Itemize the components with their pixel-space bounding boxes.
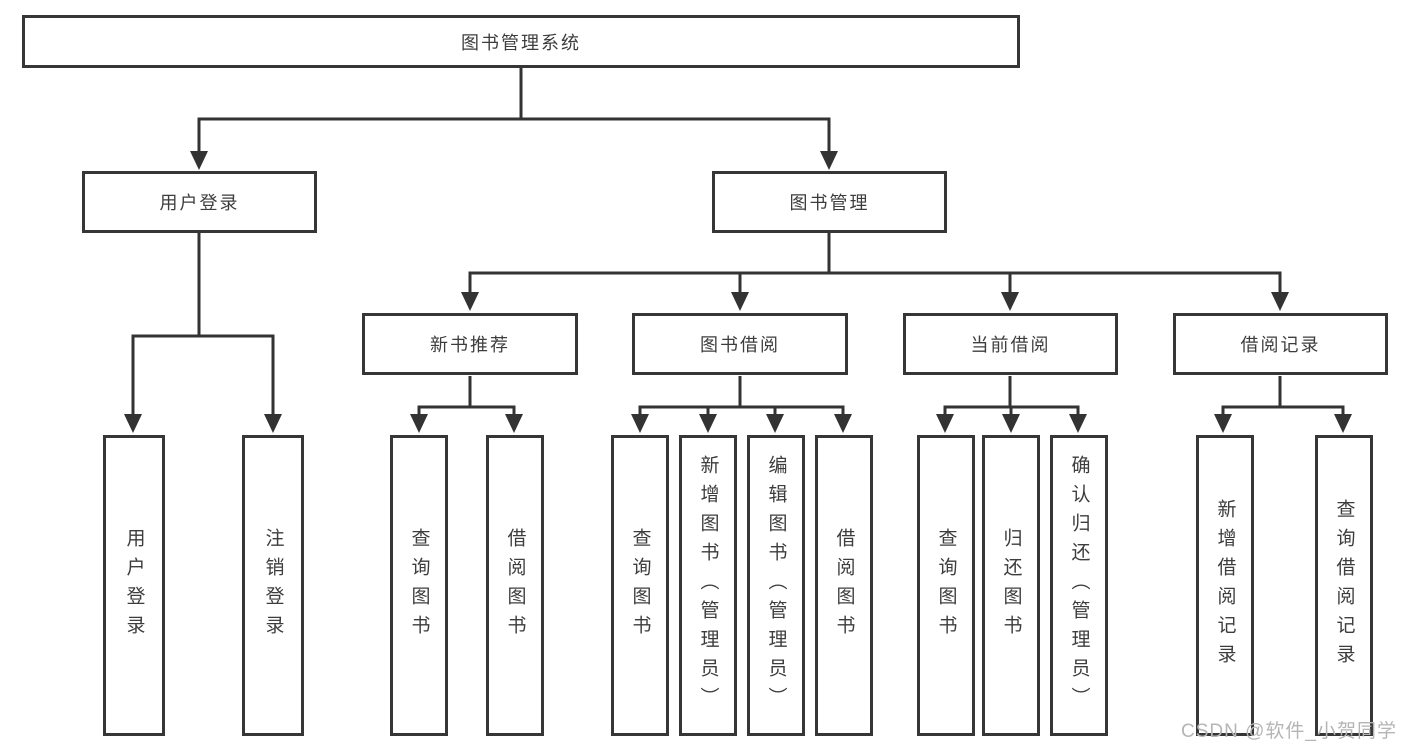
- node-label: 用户登录: [159, 193, 240, 213]
- arrowheads: [124, 151, 1352, 433]
- leaf-add-borrow-record: 新增借阅记录: [1196, 435, 1254, 736]
- leaf-label: 新增借阅记录: [1214, 498, 1236, 673]
- leaf-user-login: 用户登录: [103, 435, 165, 736]
- node-book-borrowing: 图书借阅: [632, 313, 848, 375]
- node-book-management: 图书管理: [712, 171, 947, 233]
- node-current-borrowing: 当前借阅: [903, 313, 1118, 375]
- leaf-borrow-books-recommend: 借阅图书: [486, 435, 544, 736]
- leaf-label: 查询图书: [629, 527, 651, 644]
- node-label: 图书借阅: [700, 335, 780, 355]
- leaf-add-books-admin: 新增图书（管理员）: [679, 435, 737, 736]
- leaf-label: 查询借阅记录: [1333, 498, 1355, 673]
- node-label: 当前借阅: [970, 335, 1051, 355]
- node-label: 图书管理系统: [461, 32, 581, 53]
- leaf-label: 新增图书（管理员）: [697, 455, 719, 716]
- leaf-label: 注销登录: [262, 527, 284, 644]
- leaf-label: 归还图书: [1000, 527, 1022, 644]
- leaf-label: 借阅图书: [504, 527, 526, 644]
- leaf-query-books-borrowing: 查询图书: [611, 435, 669, 736]
- leaf-query-books-current: 查询图书: [917, 435, 975, 736]
- leaf-borrow-books-borrowing: 借阅图书: [815, 435, 873, 736]
- node-label: 图书管理: [789, 193, 870, 213]
- leaf-label: 用户登录: [123, 527, 145, 644]
- node-borrowing-records: 借阅记录: [1173, 313, 1388, 375]
- leaf-return-books: 归还图书: [982, 435, 1040, 736]
- node-label: 借阅记录: [1240, 335, 1321, 355]
- leaf-label: 借阅图书: [833, 527, 855, 644]
- leaf-confirm-return-admin: 确认归还（管理员）: [1050, 435, 1108, 736]
- leaf-query-borrow-record: 查询借阅记录: [1315, 435, 1373, 736]
- tree-edges: [131, 66, 1345, 419]
- leaf-label: 确认归还（管理员）: [1068, 455, 1090, 716]
- node-new-book-recommendation: 新书推荐: [362, 313, 578, 375]
- leaf-label: 查询图书: [408, 527, 430, 644]
- node-label: 新书推荐: [430, 335, 510, 355]
- leaf-query-books-recommend: 查询图书: [390, 435, 448, 736]
- leaf-logout: 注销登录: [242, 435, 304, 736]
- node-user-login: 用户登录: [82, 171, 317, 233]
- leaf-label: 编辑图书（管理员）: [765, 455, 787, 716]
- leaf-label: 查询图书: [935, 527, 957, 644]
- node-library-system: 图书管理系统: [22, 15, 1020, 68]
- leaf-edit-books-admin: 编辑图书（管理员）: [747, 435, 805, 736]
